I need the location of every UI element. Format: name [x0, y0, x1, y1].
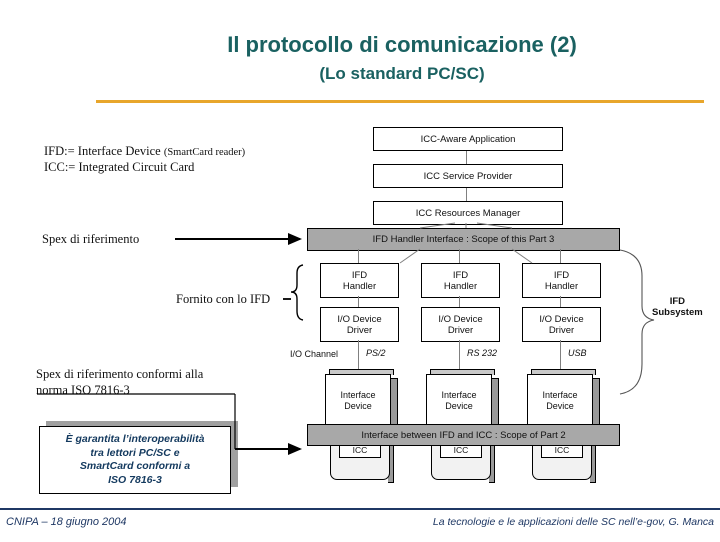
callout-line2: tra lettori PC/SC e	[90, 446, 180, 459]
annotation-spex-iso: Spex di riferimento conformi alla norma …	[36, 366, 203, 398]
box-icc-resources-manager: ICC Resources Manager	[373, 201, 563, 225]
io-driver-2-l1: I/O Device	[438, 313, 483, 325]
page-subtitle: (Lo standard PC/SC)	[319, 64, 485, 83]
ifd-handler-1-l2: Handler	[342, 280, 377, 292]
connector-provider-to-manager	[466, 186, 467, 203]
ifd-handler-2-l1: IFD	[452, 269, 469, 281]
legend-line-icc: ICC:= Integrated Circuit Card	[44, 160, 195, 174]
label-channel-usb: USB	[568, 348, 587, 358]
interface-device-1-top	[329, 369, 394, 375]
io-driver-3-l2: Driver	[548, 324, 575, 336]
legend-ifd-paren: (SmartCard reader)	[163, 147, 246, 158]
connector-app-to-provider	[466, 148, 467, 165]
idev-1-l1: Interface	[340, 390, 376, 400]
label-channel-rs232: RS 232	[467, 348, 498, 358]
idev-1-l2: Device	[344, 401, 372, 411]
connector-handler-driver-3	[560, 296, 561, 307]
connector-bar-to-handler-2	[459, 249, 460, 263]
connector-handler-driver-1	[358, 296, 359, 307]
idev-2-l1: Interface	[441, 390, 477, 400]
legend-line-ifd: IFD:= Interface Device (SmartCard reader…	[44, 144, 245, 160]
idev-3-l1: Interface	[542, 390, 578, 400]
io-driver-3-l1: I/O Device	[539, 313, 584, 325]
io-driver-1-l2: Driver	[346, 324, 373, 336]
box-icc-service-provider: ICC Service Provider	[373, 164, 563, 188]
label-io-channel: I/O Channel	[290, 349, 339, 359]
annotation-spex-riferimento: Spex di riferimento	[42, 232, 140, 246]
title-divider	[96, 100, 704, 103]
ifd-handler-2-l2: Handler	[443, 280, 478, 292]
page-title: Il protocollo di comunicazione (2)	[227, 32, 577, 57]
callout-box: È garantita l’interoperabilità tra letto…	[39, 426, 231, 494]
annotation-fornito-ifd: Fornito con lo IFD	[176, 292, 271, 306]
footer-bar	[0, 508, 720, 542]
annotation-spex-iso-line1: Spex di riferimento conformi alla	[36, 367, 204, 381]
footer-left-text: CNIPA – 18 giugno 2004	[6, 516, 127, 528]
legend-text: IFD:= Interface Device (SmartCard reader…	[44, 144, 245, 175]
ifd-handler-3-l1: IFD	[553, 269, 570, 281]
callout-line1: È garantita l’interoperabilità	[65, 433, 205, 445]
gray-bar-interface-ifd-icc: Interface between IFD and ICC : Scope of…	[307, 424, 620, 446]
io-driver-2-l2: Driver	[447, 324, 474, 336]
label-ifd-subsystem: IFD Subsystem	[652, 296, 703, 318]
callout-line4: ISO 7816-3	[108, 473, 162, 486]
ifd-subsystem-l1: IFD	[669, 296, 685, 307]
footer-right-text: La tecnologie e le applicazioni delle SC…	[432, 516, 714, 528]
channel-line-usb	[560, 340, 561, 370]
legend-ifd-main: IFD:= Interface Device	[44, 144, 164, 158]
idev-3-l2: Device	[546, 401, 574, 411]
box-icc-aware-application: ICC-Aware Application	[373, 127, 563, 151]
interface-device-2-top	[430, 369, 495, 375]
connector-bar-to-handler-3	[560, 249, 561, 263]
ifd-handler-3-l2: Handler	[544, 280, 579, 292]
io-driver-1-l1: I/O Device	[337, 313, 382, 325]
connector-bar-to-handler-1	[358, 249, 359, 263]
label-channel-ps2: PS/2	[366, 348, 386, 358]
callout-line3: SmartCard conformi a	[79, 460, 191, 472]
connector-handler-driver-2	[459, 296, 460, 307]
italian-republic-emblem-icon	[12, 26, 94, 114]
interface-device-3-top	[531, 369, 596, 375]
ifd-subsystem-l2: Subsystem	[652, 307, 703, 318]
ifd-handler-1-l1: IFD	[351, 269, 368, 281]
annotation-spex-iso-line2: norma ISO 7816-3	[36, 383, 130, 397]
gray-bar-ifd-handler-interface: IFD Handler Interface : Scope of this Pa…	[307, 228, 620, 251]
channel-line-rs232	[459, 340, 460, 370]
channel-line-ps2	[358, 340, 359, 370]
idev-2-l2: Device	[445, 401, 473, 411]
